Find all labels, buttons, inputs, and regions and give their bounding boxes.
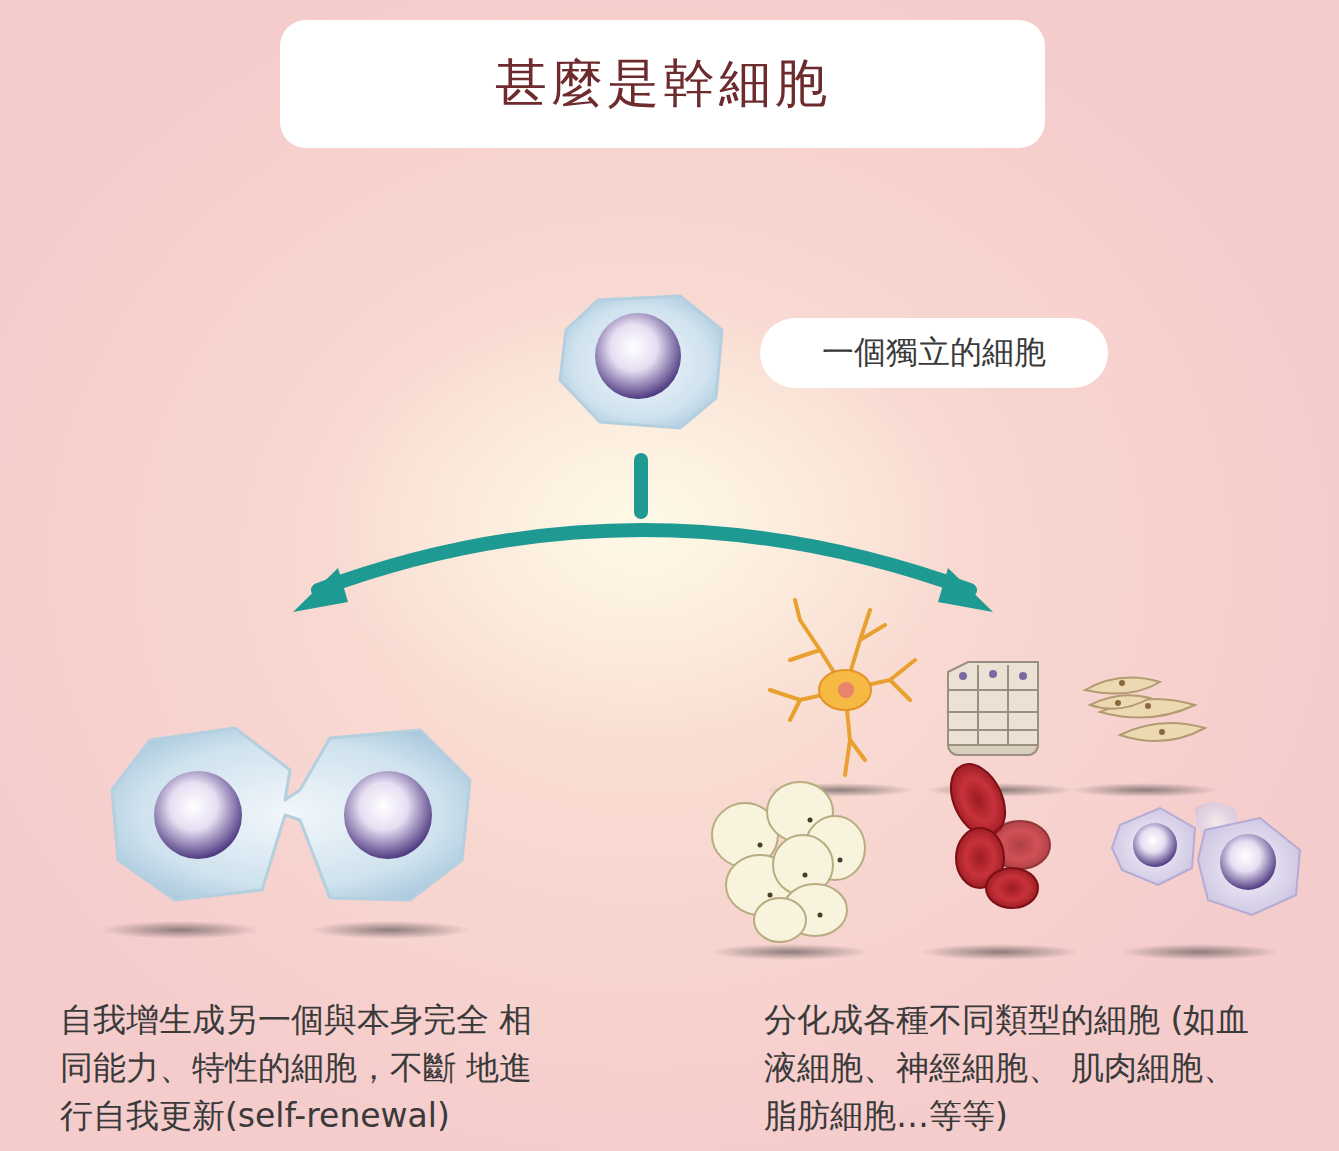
description-text: 分化成各種不同類型的細胞 (如血液細胞、神經細胞、 肌肉細胞、脂肪細胞…等等) — [764, 996, 1264, 1140]
node-text: 一個獨立的細胞 — [822, 331, 1046, 375]
title-text: 甚麼是幹細胞 — [495, 49, 831, 119]
label-pill: 一個獨立的細胞 — [760, 318, 1108, 388]
title-box: 甚麼是幹細胞 — [280, 20, 1045, 148]
description-text: 自我增生成另一個與本身完全 相同能力、特性的細胞，不斷 地進行自我更新(self… — [60, 996, 560, 1140]
